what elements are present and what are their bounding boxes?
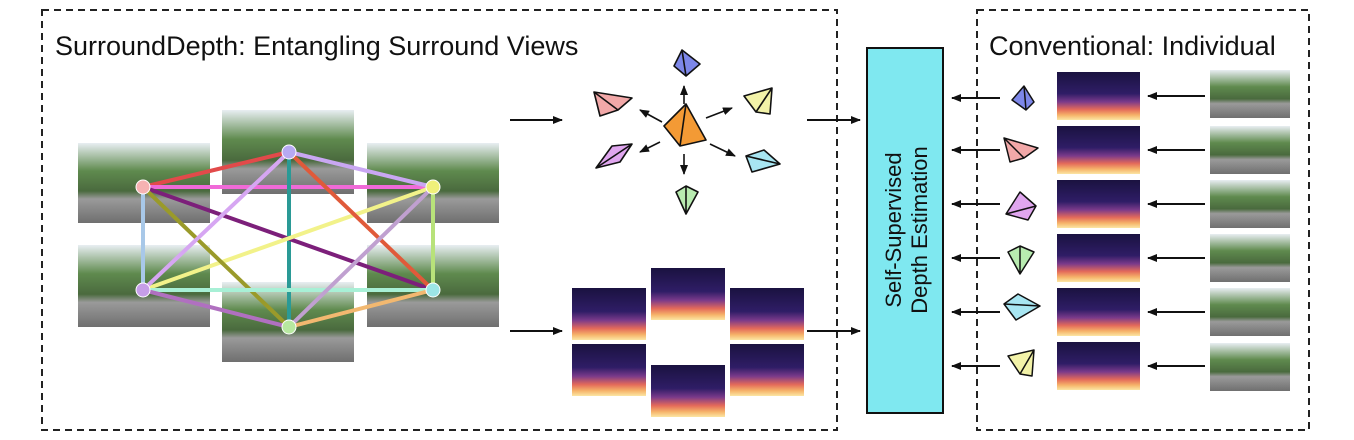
depth-map [572,344,646,396]
graph-edge [142,288,290,329]
camera-small-front-right-icon [1007,349,1035,377]
camera-cluster [593,49,781,215]
camera-small-front-left-icon [1003,137,1039,163]
graph-edge [141,185,291,329]
photo-individual [1210,234,1290,282]
depth-map [651,268,725,320]
central-box-line2: Depth Estimation [907,146,932,314]
depth-map [730,344,804,396]
photo-individual [1210,126,1290,174]
center-camera-icon [663,103,707,147]
graph-nodes [135,144,441,335]
right-panel-border [976,9,1310,431]
camera-back-left-icon [595,143,633,169]
photo-individual [1210,180,1290,228]
camera-small-back-right-icon [1003,293,1041,321]
camera-front-right-icon [743,87,773,115]
camera-small-back-left-icon [1005,191,1037,221]
graph-node-back-right [425,282,441,298]
depth-map-cluster [572,268,804,417]
graph-edge [288,150,434,189]
depth-estimation-box [866,47,944,414]
cluster-arrow [709,143,736,157]
graph-edges [141,150,435,329]
camera-back-right-icon [745,149,781,173]
graph-node-front [281,144,297,160]
camera-front-left-icon [593,91,633,117]
cluster-arrow [639,109,663,123]
depth-map [572,288,646,340]
graph-edge [287,185,435,329]
graph-edge [287,150,435,292]
cluster-arrow [705,107,733,119]
left-panel-title: SurroundDepth: Entangling Surround Views [55,31,578,61]
camera-small-front-icon [1011,85,1035,111]
graph-edge [142,150,290,189]
camera-back-icon [675,185,699,215]
central-box-line1: Self-Supervised [881,152,906,307]
conventional-rows [951,70,1290,391]
depth-map-individual [1057,234,1140,282]
graph-node-front-right [425,179,441,195]
depth-map-individual [1057,342,1140,390]
camera-front-icon [673,49,701,77]
cluster-arrow [639,141,661,153]
surround-photos [78,110,499,362]
graph-node-back-left [135,282,151,298]
camera-small-back-icon [1007,245,1035,275]
graph-edge [141,150,291,292]
depth-map-individual [1057,288,1140,336]
graph-node-back [281,319,297,335]
right-panel-title: Conventional: Individual [989,31,1276,61]
graph-node-front-left [135,179,151,195]
depth-map [730,288,804,340]
photo-individual [1210,343,1290,391]
photo-individual [1210,70,1290,118]
depth-map-individual [1057,126,1140,174]
left-panel-border [41,9,838,431]
graph-edge [142,185,434,292]
depth-map-individual [1057,72,1140,120]
photo-individual [1210,288,1290,336]
depth-map [651,365,725,417]
graph-edge [288,288,434,329]
depth-map-individual [1057,180,1140,228]
